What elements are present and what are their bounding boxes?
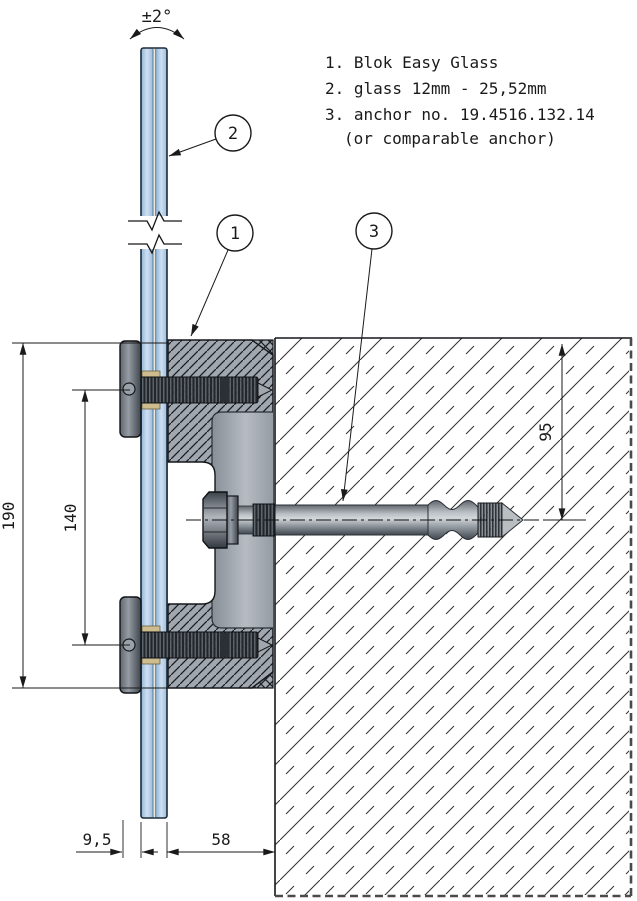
break-line-bottom: [128, 233, 182, 255]
gasket-top: [141, 370, 161, 378]
callout-balloon-glass: [214, 114, 252, 152]
bolt-thread-relief: [220, 633, 229, 657]
legend: 1. Blok Easy Glass 2. glass 12mm - 25,52…: [325, 53, 595, 148]
glass-panel: [140, 47, 168, 819]
angle-tolerance: ±2°: [129, 7, 185, 40]
gasket-top: [141, 625, 161, 633]
gasket-bottom: [141, 657, 161, 665]
callouts: 2 1 3: [168, 114, 393, 502]
bolt-thread: [138, 631, 259, 659]
wedge-spacer-top: [250, 339, 274, 357]
dimension-labels: 190 140 95 9,5 58: [0, 422, 555, 849]
angle-arc: [129, 27, 185, 40]
callout-number-block: 1: [230, 224, 240, 244]
glass-bolt-bottom: [119, 596, 259, 694]
wall-hatch: [275, 338, 629, 895]
wedge-spacer-bottom: [250, 670, 274, 689]
dim-anchor-embedment: 95: [536, 422, 555, 441]
glass-bolt-top: [119, 340, 259, 438]
dim-overall-height: 190: [0, 502, 18, 531]
callout-balloon-block: [216, 214, 254, 252]
wall-section: [274, 337, 633, 898]
dimensions: [12, 342, 586, 858]
callout-number-glass: 2: [228, 124, 238, 144]
break-line-top: [128, 210, 182, 232]
anchor-assembly: [186, 491, 576, 549]
legend-item-3b: (or comparable anchor): [344, 129, 556, 148]
dim-cap-offset: 9,5: [83, 830, 112, 849]
bolt-thread-relief: [220, 378, 229, 402]
legend-item-3: 3. anchor no. 19.4516.132.14: [325, 105, 595, 124]
legend-item-2: 2. glass 12mm - 25,52mm: [325, 79, 547, 98]
dim-block-depth: 58: [211, 830, 230, 849]
disc-socket: [122, 382, 136, 396]
leader-block: [190, 249, 229, 337]
glass-interlayer: [153, 48, 156, 818]
glass-break: [128, 210, 182, 255]
block-cavity: [166, 461, 216, 605]
dim-bolt-spacing: 140: [61, 504, 80, 533]
angle-tolerance-label: ±2°: [142, 7, 173, 27]
legend-item-1: 1. Blok Easy Glass: [325, 53, 498, 72]
leader-anchor: [340, 248, 373, 502]
callout-balloon-anchor: [355, 212, 393, 250]
leader-glass: [168, 138, 217, 157]
callout-number-anchor: 3: [369, 222, 379, 242]
glass-pane-outer: [141, 48, 153, 818]
glass-pane-inner: [155, 48, 167, 818]
gasket-bottom: [141, 402, 161, 410]
bolt-thread: [138, 376, 259, 404]
